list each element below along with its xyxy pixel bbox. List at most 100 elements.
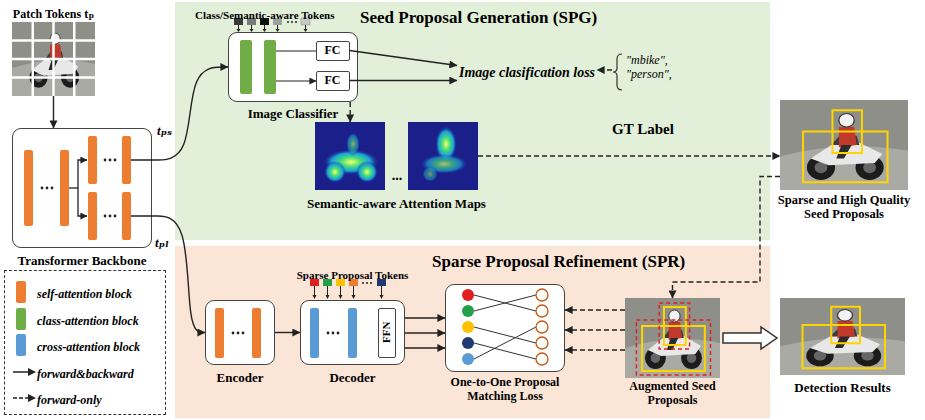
legend-row: forward&backward — [13, 360, 159, 384]
backbone-blocks-part — [24, 150, 33, 226]
class-tokens-part — [239, 25, 306, 30]
node-text: FFN — [380, 322, 393, 343]
node-text: Sparse Proposal Tokens — [297, 269, 409, 282]
bipartite-graph-part-part — [474, 343, 536, 359]
text-slot: Detection Results — [770, 378, 915, 396]
text-slot: FC — [317, 42, 349, 60]
proposal-tokens-part — [366, 282, 368, 284]
text-slot: GT Label — [612, 120, 700, 138]
spg-panel: Seed Proposal Generation (SPG)Class/Sema… — [175, 2, 770, 240]
connector — [565, 309, 625, 310]
proposal-tokens-part — [315, 286, 382, 296]
legend-text-slot: forward&backward — [37, 364, 134, 382]
text-slot: Image clasification loss — [457, 48, 597, 98]
loss-label: Image clasification loss — [457, 48, 597, 98]
node-text: Sparse Proposal Refinement (SPR) — [432, 252, 685, 272]
class-tokens-part-part — [251, 25, 252, 30]
decoder-blocks-part — [348, 308, 357, 358]
text-slot: FFN — [379, 309, 395, 357]
patch-image-part-part — [12, 58, 95, 61]
augmented-image-part — [642, 307, 705, 371]
class-tokens-part-part — [277, 25, 278, 30]
text-slot: Sparse Proposal Refinement (SPR) — [432, 252, 685, 272]
node-text: Augmented Seed Proposals — [610, 380, 735, 408]
bipartite-graph-part-part — [536, 289, 548, 301]
node-text: GT Label — [612, 121, 674, 138]
connectors — [54, 51, 781, 351]
node-text: Class/Semantic-aware Tokens — [195, 9, 334, 22]
detection-image-part — [803, 307, 886, 369]
backbone-blocks-part — [88, 192, 97, 240]
patch-image-part — [12, 22, 95, 96]
connector — [405, 332, 445, 333]
legend-text: cross-attention block — [37, 341, 140, 355]
text-slot: "mbike", "person", — [626, 54, 692, 82]
ellipsis-slot: ... — [385, 166, 409, 184]
text-slot: Sparse and High Quality Seed Proposals — [772, 193, 916, 222]
proposal-tokens-part-part — [340, 286, 341, 296]
connector — [53, 96, 54, 128]
edge-label-slot: tₚₗ — [153, 233, 171, 251]
patch-image-part-part — [12, 76, 95, 79]
legend-text-slot: class-attention block — [37, 311, 139, 329]
legend-text: class-attention block — [37, 315, 139, 329]
class-tokens-part — [301, 18, 310, 25]
class-tokens — [234, 18, 310, 32]
backbone-blocks-part — [104, 159, 107, 162]
edge-label: tₚₛ — [155, 124, 174, 139]
class-tokens-part-part — [305, 25, 306, 30]
gt-label: "mbike", "person", GT Label — [612, 50, 694, 140]
class-tokens-part-part — [304, 29, 308, 32]
text-slot: Sparse Proposal Tokens — [286, 265, 419, 283]
text-slot: Image Classifier — [229, 104, 357, 122]
connector — [350, 102, 351, 122]
detection-results: Detection Results — [780, 298, 905, 375]
class-tokens-part-part — [276, 29, 280, 32]
patch-image-part-part — [73, 22, 76, 96]
encoder-blocks — [215, 308, 261, 358]
bipartite-graph-part-part — [536, 353, 548, 365]
encoder-blocks-part — [237, 332, 240, 335]
text-slot: FC — [317, 72, 349, 90]
legend-row: forward-only — [13, 386, 159, 410]
legend-swatch — [16, 281, 26, 303]
bipartite-graph-part — [462, 321, 474, 333]
node-text: Sparse and High Quality Seed Proposals — [772, 193, 916, 222]
backbone-blocks-part — [41, 187, 44, 190]
bipartite-graph-part-part — [474, 295, 536, 311]
attention-maps-part — [315, 122, 385, 190]
node-text: "mbike", "person", — [626, 54, 692, 82]
seed-proposal-image-part — [803, 110, 887, 182]
bipartite-graph-part — [536, 289, 548, 365]
legend-text: forward&backward — [37, 368, 134, 382]
encoder-blocks-part — [242, 332, 245, 335]
backbone-blocks-part — [46, 187, 49, 190]
decoder-blocks-part — [327, 332, 330, 335]
node-text: Image clasification loss — [459, 65, 595, 81]
bipartite-graph-part-part — [536, 337, 548, 349]
bipartite-graph-part-part — [536, 305, 548, 317]
bipartite-graph-part-part — [474, 327, 536, 359]
encoder-blocks-part — [252, 308, 261, 358]
proposal-tokens-part-part — [381, 286, 382, 296]
proposal-tokens-part — [336, 279, 345, 286]
patch-image-part-part — [52, 22, 55, 96]
patch-image-part-part — [32, 22, 35, 96]
class-tokens-part — [260, 18, 269, 25]
connector — [275, 332, 300, 333]
legend-line — [13, 371, 29, 373]
encoder-blocks-part — [215, 308, 224, 358]
class-tokens-part — [295, 21, 297, 23]
decoder-blocks-part — [310, 308, 319, 358]
legend-line-sample — [13, 367, 37, 377]
legend-row: class-attention block — [13, 307, 159, 331]
proposal-tokens-part-part — [327, 286, 328, 296]
text-slot: Transformer Backbone — [3, 251, 161, 269]
encoder: Encoder — [205, 300, 275, 365]
text-slot: Encoder — [196, 368, 284, 386]
backbone-blocks-part — [122, 136, 131, 184]
legend-swatch — [16, 334, 26, 356]
node-text: FC — [325, 74, 341, 88]
seed-proposals: Sparse and High Quality Seed Proposals — [780, 100, 908, 190]
